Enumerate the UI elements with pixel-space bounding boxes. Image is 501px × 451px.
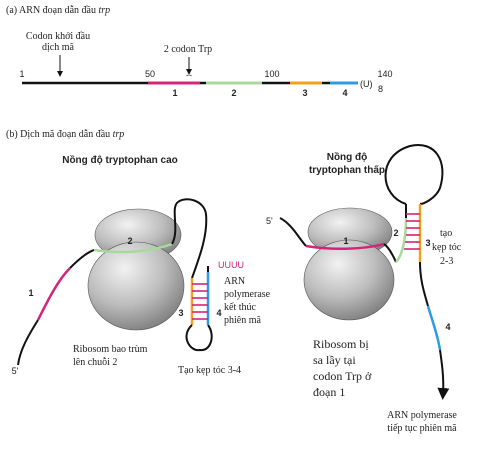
panel-b-label: (b) Dịch mã đoạn dẫn đầu trp xyxy=(6,129,124,140)
high-rna-5-prime xyxy=(17,319,39,366)
linear-segment-4-label: 4 xyxy=(342,88,347,98)
high-ribosome-large-subunit xyxy=(87,241,185,331)
low-ribosome-note-line2: sa lầy tại xyxy=(313,353,356,367)
linear-segment-1-label: 1 xyxy=(172,88,177,98)
low-segment-1 xyxy=(305,242,385,251)
high-terminator-note-line3: kết thúc xyxy=(224,302,256,313)
high-hairpin-note: Tạo kẹp tóc 3-4 xyxy=(178,365,241,376)
low-title-line2: tryptophan thấp xyxy=(309,164,385,176)
high-ribosome-note-line2: lên chuỗi 2 xyxy=(73,357,117,368)
low-segment-3-label: 3 xyxy=(425,238,430,248)
panel-b: (b) Dịch mã đoạn dẫn đầu trp Nồng độ try… xyxy=(6,129,462,434)
low-ribosome-note-line1: Ribosom bị xyxy=(313,337,369,351)
position-100: 100 xyxy=(264,69,279,79)
high-title: Nồng độ tryptophan cao xyxy=(62,154,178,166)
low-segment-2 xyxy=(395,217,408,263)
poly-u-count: 8 xyxy=(378,84,383,94)
low-segment-2-label: 2 xyxy=(393,228,398,238)
high-segment-3-label: 3 xyxy=(178,308,183,318)
low-segment-1-label: 1 xyxy=(343,236,348,246)
position-50: 50 xyxy=(145,69,155,79)
low-hairpin-note-line2: kẹp tóc xyxy=(432,242,462,253)
high-rna-loop xyxy=(171,198,208,279)
low-tryptophan-panel: Nồng độ tryptophan thấp xyxy=(266,144,462,434)
low-base-pairs xyxy=(404,213,420,250)
high-terminator-note-line1: ARN xyxy=(224,276,245,287)
high-rna-linker xyxy=(69,249,95,269)
low-5-prime-label: 5' xyxy=(266,216,273,226)
low-rna-linker-2 xyxy=(419,261,429,307)
low-continue-note-line1: ARN polymerase xyxy=(387,410,457,421)
high-tryptophan-panel: Nồng độ tryptophan cao xyxy=(12,154,271,376)
start-codon-label-line2: dịch mã xyxy=(42,42,74,53)
low-continue-note-line2: tiếp tục phiên mã xyxy=(387,423,457,434)
high-base-pairs xyxy=(192,283,208,320)
low-ribosome-note-line4: đoạn 1 xyxy=(313,385,345,399)
high-segment-4-label: 4 xyxy=(216,308,221,318)
trp-codons-label: 2 codon Trp xyxy=(164,44,212,55)
low-segment-4-label: 4 xyxy=(445,322,450,332)
high-hairpin-loop xyxy=(185,324,213,352)
high-segment-1 xyxy=(36,267,71,321)
panel-a: (a) ARN đoạn dẫn đầu trp Codon khởi đầu … xyxy=(6,5,393,98)
low-rna-5-prime xyxy=(279,217,307,247)
high-uuuu-label: UUUU xyxy=(218,260,244,270)
low-ribosome-note-line3: codon Trp ở xyxy=(313,369,372,383)
low-hairpin-note-line1: tạo xyxy=(440,228,452,239)
position-140: 140 xyxy=(377,69,392,79)
low-hairpin-note-line3: 2-3 xyxy=(440,256,453,267)
linear-segment-3-label: 3 xyxy=(302,88,307,98)
high-ribosome-note-line1: Ribosom bao trùm xyxy=(73,344,148,355)
high-5-prime-label: 5' xyxy=(12,366,19,376)
low-rna-3-prime-arrow xyxy=(437,349,450,400)
linear-segment-2-label: 2 xyxy=(231,88,236,98)
low-ribosome-large-subunit xyxy=(303,239,395,321)
high-segment-2-label: 2 xyxy=(127,236,132,246)
high-terminator-note-line4: phiên mã xyxy=(224,315,261,326)
low-top-loop xyxy=(384,144,444,205)
poly-u-label: (U) xyxy=(360,79,373,89)
panel-a-label: (a) ARN đoạn dẫn đầu trp xyxy=(6,5,110,16)
high-segment-2 xyxy=(93,242,173,254)
low-segment-4 xyxy=(426,305,442,351)
high-segment-1-label: 1 xyxy=(28,288,33,298)
high-terminator-note-line2: polymerase xyxy=(224,289,271,300)
position-1: 1 xyxy=(19,69,24,79)
low-title-line1: Nồng độ xyxy=(327,151,368,163)
start-codon-label-line1: Codon khởi đầu xyxy=(26,31,90,42)
trp-codon-marks: -- xyxy=(186,70,192,80)
